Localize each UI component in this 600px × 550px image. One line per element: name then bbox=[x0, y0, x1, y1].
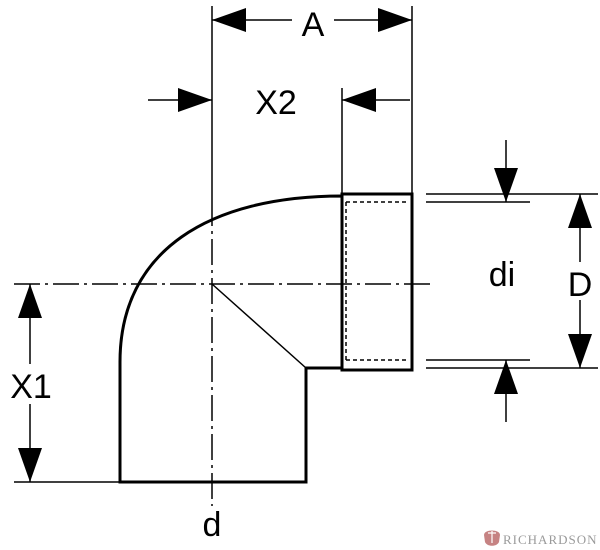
watermark-text: RICHARDSON bbox=[503, 532, 598, 547]
elbow-body-outline bbox=[118, 194, 344, 484]
socket-end bbox=[340, 192, 414, 372]
dimension-a-arrow-left bbox=[212, 8, 246, 32]
dimension-d-outer-label: D bbox=[568, 266, 593, 304]
dimension-d-outer-arrow-bottom bbox=[568, 334, 592, 368]
dimension-x2-arrow-left bbox=[178, 88, 212, 112]
dimension-d-outer-arrow-top bbox=[568, 194, 592, 228]
dimension-a-arrow-right bbox=[378, 8, 412, 32]
dimension-x2-arrow-right bbox=[342, 88, 376, 112]
richardson-logo-icon bbox=[484, 530, 500, 546]
dimension-di-label: di bbox=[489, 256, 515, 294]
dimension-x1-label: X1 bbox=[10, 368, 52, 406]
dimension-d-outer-label-bg bbox=[562, 262, 598, 300]
dimension-di-arrow-top bbox=[494, 168, 518, 202]
dimension-x2-label: X2 bbox=[255, 84, 297, 122]
socket-inner-hidden-line bbox=[345, 201, 408, 361]
dimension-a-label-bg bbox=[292, 6, 334, 40]
dimension-di-arrow-bottom bbox=[494, 360, 518, 394]
dimension-a-label: A bbox=[302, 6, 325, 44]
dimension-x1-arrow-bottom bbox=[18, 448, 42, 482]
outer-diameter-d-label: d bbox=[203, 506, 222, 544]
dimension-x1-arrow-top bbox=[18, 284, 42, 318]
dimension-x1-label-bg bbox=[6, 364, 56, 404]
bend-diagonal-line bbox=[211, 283, 307, 369]
